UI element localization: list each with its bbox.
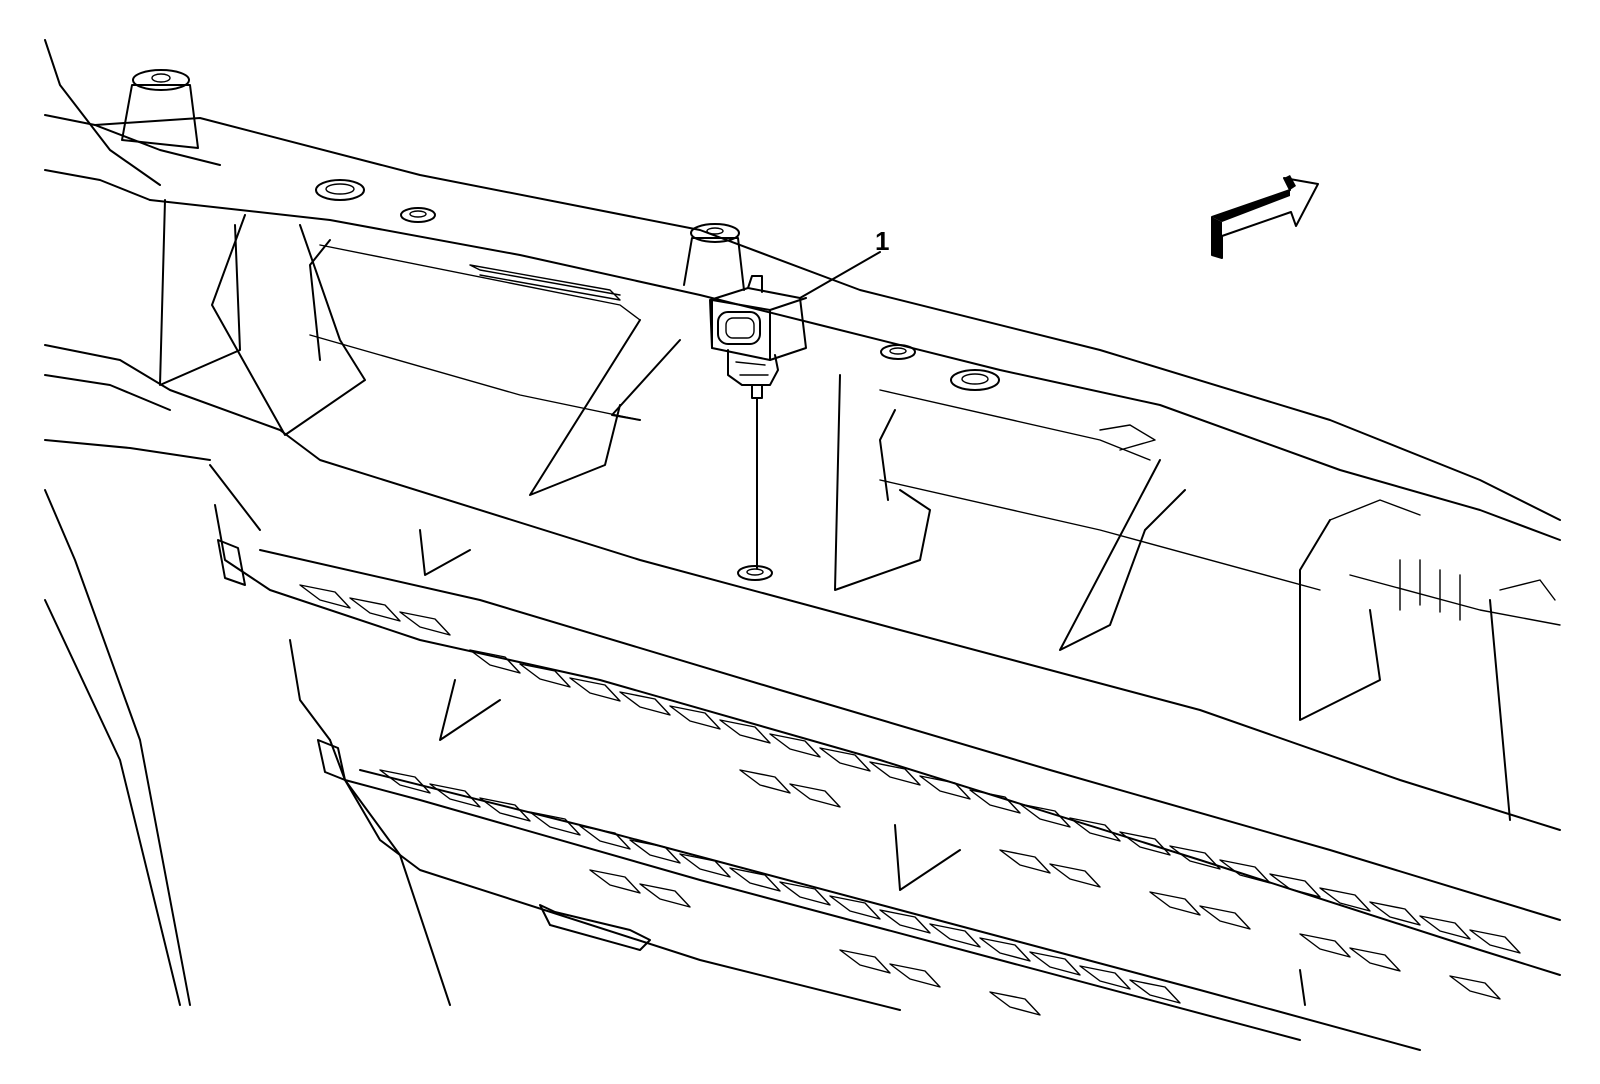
sensor-mounting-hole: [737, 397, 773, 581]
mesh-cells-band-2: [379, 769, 1181, 1016]
grille-ribs: [159, 199, 1511, 891]
lower-grille-mesh: [214, 504, 1561, 1051]
hood-bumper-left: [121, 69, 199, 149]
upper-support-bar: [44, 39, 1561, 1006]
sensor-connector: [709, 275, 807, 399]
mounting-holes: [315, 179, 1000, 391]
lower-fascia: [44, 599, 1306, 1006]
callout-1-label: 1: [875, 226, 889, 256]
vehicle-front-arrow-icon: [1211, 175, 1319, 259]
mesh-cells-band-1: [299, 584, 1521, 1000]
hood-bumper-center: [683, 223, 745, 291]
callout-1: 1: [799, 226, 889, 299]
